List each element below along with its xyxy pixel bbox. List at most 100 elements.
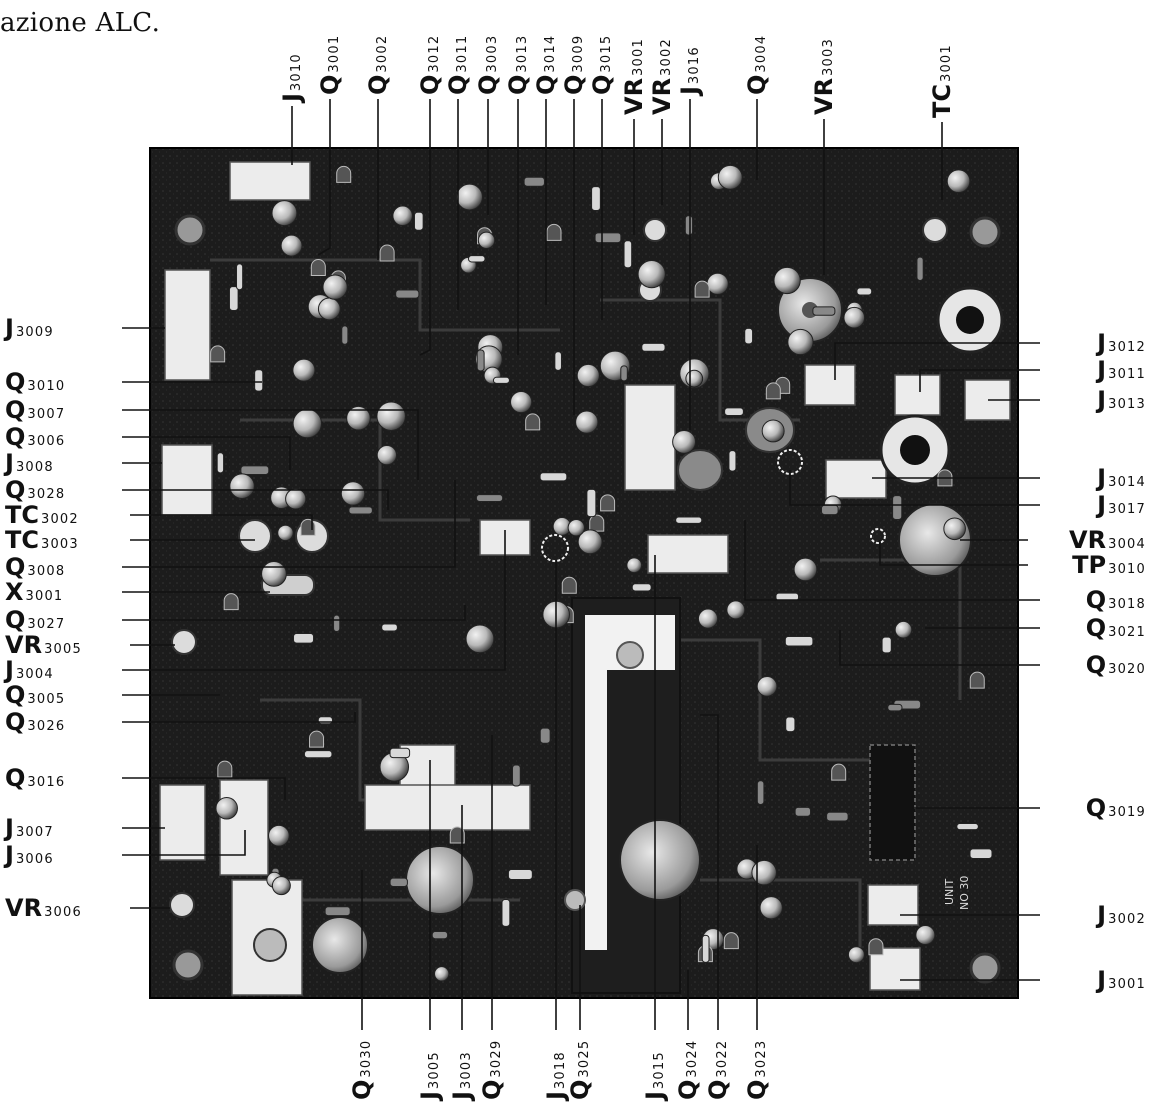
conn-j3009 bbox=[164, 269, 211, 381]
board-component bbox=[476, 349, 485, 372]
board-component bbox=[317, 297, 341, 321]
board-component bbox=[694, 280, 710, 298]
board-component bbox=[341, 325, 349, 345]
board-component bbox=[641, 342, 666, 352]
board-component bbox=[856, 287, 873, 296]
board-component bbox=[946, 169, 971, 194]
leader-q3007 bbox=[122, 409, 419, 480]
board-component bbox=[701, 934, 710, 963]
board-component bbox=[697, 608, 719, 629]
board-component bbox=[794, 806, 812, 817]
label-j3015: J3015 bbox=[641, 1051, 669, 1102]
board-component bbox=[285, 488, 307, 510]
label-q3002: Q3002 bbox=[364, 35, 392, 95]
board-component bbox=[475, 494, 504, 502]
board-component bbox=[277, 524, 294, 542]
board-component bbox=[395, 289, 420, 299]
board-component bbox=[477, 231, 496, 250]
board-component bbox=[292, 358, 316, 382]
leader-q3028 bbox=[122, 489, 389, 510]
board-component bbox=[336, 165, 352, 183]
board-component bbox=[915, 924, 936, 946]
board-component bbox=[310, 259, 326, 277]
conn-j3007 bbox=[159, 784, 206, 861]
board-component bbox=[324, 906, 351, 917]
board-component bbox=[507, 869, 533, 880]
conn-j3012 bbox=[804, 364, 856, 406]
conn-j3008 bbox=[161, 444, 213, 516]
board-component bbox=[586, 488, 597, 518]
label-q3003: Q3003 bbox=[474, 35, 502, 95]
board-unit-text: UNIT bbox=[943, 878, 956, 905]
conn-j3016 bbox=[624, 384, 676, 491]
board-component bbox=[756, 675, 778, 697]
board-component bbox=[210, 345, 226, 363]
board-component bbox=[340, 481, 366, 506]
board-component bbox=[623, 240, 633, 269]
board-component bbox=[723, 932, 739, 950]
board-component bbox=[309, 730, 325, 748]
board-component bbox=[271, 876, 291, 896]
conn-j3014 bbox=[825, 459, 887, 499]
board-component bbox=[943, 517, 966, 541]
board-component bbox=[228, 286, 239, 311]
leader-q3012 bbox=[419, 99, 431, 356]
board-component bbox=[894, 620, 913, 639]
board-component bbox=[236, 263, 244, 291]
board-component bbox=[826, 811, 849, 822]
board-component bbox=[756, 780, 765, 805]
board-component bbox=[631, 583, 652, 592]
board-component bbox=[881, 636, 892, 654]
board-component bbox=[512, 764, 521, 787]
leader-q3016 bbox=[122, 777, 286, 800]
conn-j3002 bbox=[867, 884, 919, 926]
board-component bbox=[523, 176, 545, 187]
mounting-holes bbox=[172, 214, 1001, 984]
board-component bbox=[465, 624, 495, 654]
board-component bbox=[434, 966, 450, 982]
leader-q3020 bbox=[839, 630, 1040, 666]
conn-j3006 bbox=[219, 779, 269, 876]
board-component bbox=[744, 327, 754, 345]
label-q3029: Q3029 bbox=[478, 1040, 506, 1100]
conn-j3003 bbox=[364, 784, 531, 831]
board-component bbox=[567, 518, 585, 537]
board-component bbox=[215, 797, 238, 820]
leader-q3006 bbox=[122, 436, 291, 470]
board-component bbox=[726, 600, 746, 620]
label-j3010: J3010 bbox=[278, 53, 306, 104]
board-component bbox=[672, 429, 697, 454]
conn-j3015 bbox=[647, 534, 729, 574]
board-component bbox=[346, 405, 371, 431]
board-component bbox=[431, 931, 449, 940]
board-component bbox=[812, 306, 836, 316]
label-q3009: Q3009 bbox=[560, 35, 588, 95]
board-component bbox=[868, 938, 884, 956]
board-component bbox=[381, 623, 398, 632]
board-component bbox=[292, 408, 323, 439]
board-component bbox=[322, 274, 348, 300]
board-component bbox=[594, 232, 622, 244]
board-component bbox=[300, 518, 316, 536]
board-component bbox=[492, 376, 510, 384]
board-component bbox=[413, 211, 424, 231]
board-component bbox=[539, 727, 551, 744]
heat-sink-bracket bbox=[564, 597, 681, 994]
conn-j3011 bbox=[894, 374, 941, 416]
